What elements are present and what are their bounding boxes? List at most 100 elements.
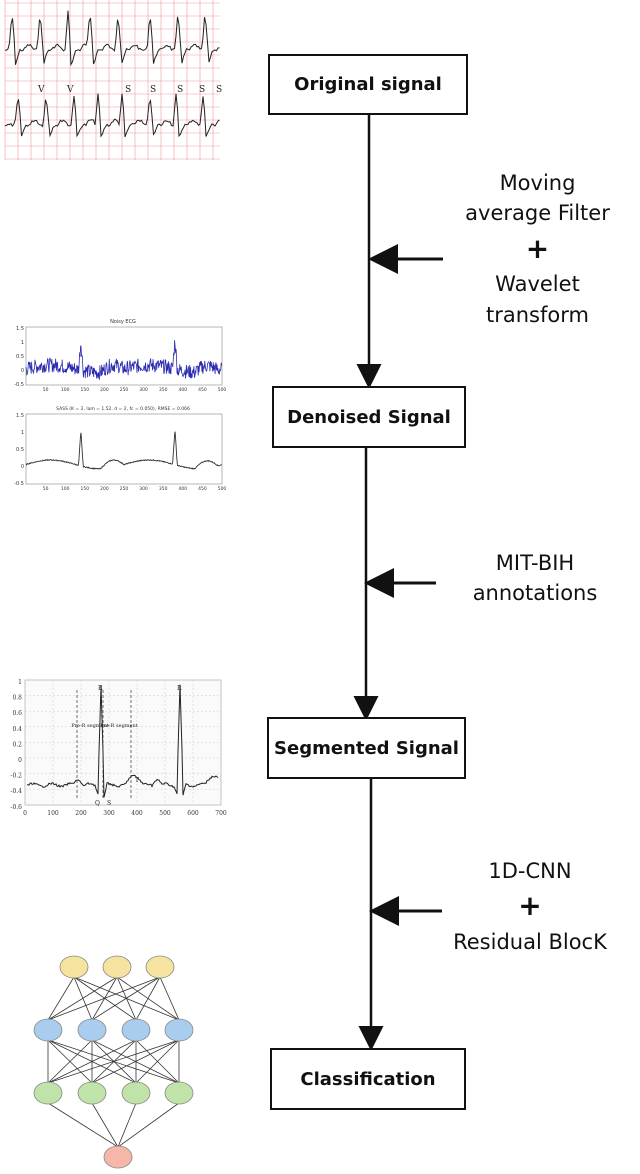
ecg-beat-label: S (216, 85, 222, 95)
y-tick-label: 1 (21, 340, 24, 346)
x-tick-label: 150 (81, 486, 90, 492)
annotation-step3: 1D-CNN + Residual BlocK (430, 856, 630, 957)
seg-label-r2: R (177, 685, 182, 692)
ann2-line2: annotations (472, 581, 598, 606)
x-tick-label: 400 (179, 486, 188, 492)
seg-x-tick: 0 (23, 810, 27, 817)
y-tick-label: 1 (21, 430, 24, 436)
x-tick-label: 400 (179, 387, 188, 393)
seg-y-tick: 0 (18, 757, 22, 764)
x-tick-label: 300 (139, 486, 148, 492)
ecg-beat-label: V (66, 85, 74, 95)
x-tick-label: 350 (159, 486, 168, 492)
box-original-signal: Original signal (268, 54, 468, 115)
nn-node (103, 1145, 133, 1169)
seg-label-t: T (135, 777, 139, 784)
ecg-beat-label: S (177, 85, 183, 95)
y-tick-label: -0.5 (14, 382, 24, 388)
ann1-line3: Wavelet (495, 272, 580, 297)
x-tick-label: 250 (120, 387, 129, 393)
y-tick-label: -0.5 (14, 481, 24, 487)
seg-x-tick: 300 (103, 810, 115, 817)
y-tick-label: 1.5 (16, 413, 24, 419)
seg-x-tick: 600 (187, 810, 199, 817)
ann3-plus: + (518, 889, 542, 923)
nn-node (59, 955, 89, 979)
x-tick-label: 300 (139, 387, 148, 393)
nn-edge (47, 1039, 93, 1084)
box-original-label: Original signal (294, 74, 442, 95)
x-tick-label: 250 (120, 486, 129, 492)
y-tick-label: 0 (21, 368, 24, 374)
y-tick-label: 0.5 (16, 354, 24, 360)
x-tick-label: 100 (61, 387, 70, 393)
nn-node (102, 955, 132, 979)
nn-node (33, 1081, 63, 1105)
nn-edge (91, 976, 161, 1021)
x-tick-label: 150 (81, 387, 90, 393)
x-tick-label: 100 (61, 486, 70, 492)
x-tick-label: 50 (43, 486, 49, 492)
nn-edge (91, 1039, 180, 1084)
ann1-line4: transform (486, 302, 589, 327)
nn-edge (47, 976, 161, 1021)
x-tick-label: 200 (100, 486, 109, 492)
seg-label-prer2: Pre-R segment (100, 723, 137, 729)
x-tick-label: 450 (198, 486, 207, 492)
nn-node (121, 1081, 151, 1105)
ann2-line1: MIT-BIH (495, 551, 575, 575)
nn-edge (135, 1039, 180, 1084)
seg-x-tick: 200 (75, 810, 87, 817)
nn-node (33, 1018, 63, 1042)
annotation-step2: MIT-BIH annotations (450, 548, 620, 609)
seg-y-tick: 0.2 (12, 741, 22, 748)
seg-y-tick: -0.6 (10, 804, 22, 811)
seg-x-tick: 500 (159, 810, 171, 817)
seg-x-tick: 700 (215, 810, 227, 817)
nn-edge (47, 1039, 137, 1084)
seg-y-tick: 0.8 (12, 695, 22, 702)
ecg-beat-label: S (199, 85, 205, 95)
seg-label-q: Q (95, 800, 100, 807)
ecg-beat-label: S (150, 85, 156, 95)
nn-edge (117, 1102, 180, 1148)
ann1-plus: + (525, 231, 550, 265)
box-denoised-signal: Denoised Signal (272, 386, 466, 448)
box-segmented-signal: Segmented Signal (267, 717, 466, 779)
annotation-step1: Moving average Filter + Wavelet transfor… (455, 168, 620, 330)
y-tick-label: 0 (21, 464, 24, 470)
nn-edge (135, 976, 161, 1021)
box-denoised-label: Denoised Signal (287, 406, 451, 428)
nn-node (77, 1081, 107, 1105)
nn-node (164, 1018, 194, 1042)
box-segmented-label: Segmented Signal (274, 737, 459, 759)
x-tick-label: 200 (100, 387, 109, 393)
y-tick-label: 1.5 (16, 326, 24, 332)
noisy-plot-title: Noisy ECG (110, 319, 136, 325)
box-classification: Classification (270, 1048, 466, 1110)
x-tick-label: 500 (218, 387, 227, 393)
ann1-line2: average Filter (465, 201, 610, 226)
nn-node (145, 955, 175, 979)
nn-edge (47, 976, 118, 1021)
ann3-line2: Residual BlocK (453, 930, 607, 955)
seg-label-r1: R (98, 685, 103, 692)
seg-y-tick: -0.2 (10, 773, 22, 780)
nn-edge (47, 1039, 180, 1084)
x-tick-label: 500 (218, 486, 227, 492)
seg-y-tick: 0.4 (12, 726, 22, 733)
nn-edge (47, 976, 75, 1021)
x-tick-label: 450 (198, 387, 207, 393)
x-tick-label: 50 (43, 387, 49, 393)
ecg-beat-label: V (37, 85, 45, 95)
denoised-plot-title: SASS (K = 2, lam = 1.52, d = 2, fc = 0.0… (56, 406, 190, 412)
nn-edge (47, 1102, 119, 1148)
seg-label-prer1: Pre-R segment (71, 723, 108, 729)
nn-edge (159, 976, 180, 1021)
nn-node (77, 1018, 107, 1042)
nn-edge (91, 1102, 119, 1148)
